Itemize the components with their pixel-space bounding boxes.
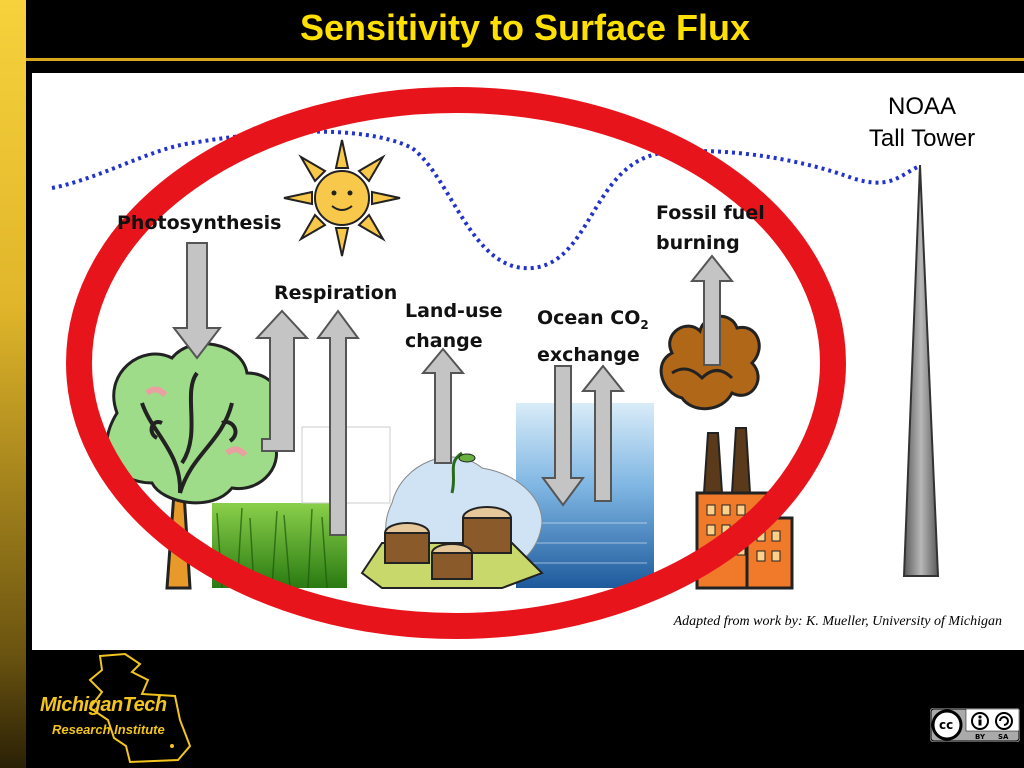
label-ocean-line2: exchange xyxy=(537,343,640,366)
logo-subtitle: Research Institute xyxy=(52,722,165,737)
label-fossil-line1: Fossil fuel xyxy=(656,202,765,224)
photosynthesis-arrow xyxy=(171,242,223,360)
cc-sa-text: SA xyxy=(998,733,1009,741)
tower-icon xyxy=(902,164,940,577)
side-stripe xyxy=(0,0,26,768)
michigan-map-icon xyxy=(88,652,192,764)
logo-name: MichiganTech xyxy=(40,694,167,716)
attribution-caption: Adapted from work by: K. Mueller, Univer… xyxy=(673,614,1002,629)
cc-by-text: BY xyxy=(975,733,986,741)
page-title: Sensitivity to Surface Flux xyxy=(299,7,751,48)
label-photosynthesis: Photosynthesis xyxy=(117,212,282,234)
license-badge[interactable]: cc BY SA xyxy=(930,708,1020,742)
institute-logo: MichiganTech Research Institute xyxy=(30,650,205,765)
sun-icon xyxy=(283,139,401,257)
tower-label-line1: NOAA xyxy=(887,93,956,120)
label-fossil-fuel: Fossil fuel burning xyxy=(656,198,765,258)
label-land-use-line1: Land-use xyxy=(405,300,503,322)
land-use-arrow xyxy=(420,347,466,464)
ocean-image xyxy=(516,403,654,588)
tower-label: NOAA Tall Tower xyxy=(852,91,992,155)
tree-icon xyxy=(105,342,284,590)
stumps-icon xyxy=(360,451,544,589)
label-fossil-line2: burning xyxy=(656,232,740,254)
label-ocean-sub: 2 xyxy=(640,317,649,332)
respiration-arrow xyxy=(316,309,360,536)
label-land-use-line2: change xyxy=(405,330,483,352)
label-ocean: Ocean CO2 exchange xyxy=(537,303,649,370)
ocean-in-arrow xyxy=(541,365,585,507)
diagram-graphic xyxy=(51,87,940,639)
fossil-fuel-arrow xyxy=(689,254,735,366)
diagram-panel: Photosynthesis Respiration Land-use chan… xyxy=(32,73,1024,650)
tower-label-line2: Tall Tower xyxy=(868,125,976,152)
cc-icon xyxy=(930,708,1020,742)
label-land-use: Land-use change xyxy=(405,296,503,356)
title-divider xyxy=(26,58,1024,61)
ocean-out-arrow xyxy=(580,364,626,502)
boundary-layer-line xyxy=(51,129,921,271)
label-respiration: Respiration xyxy=(274,282,398,304)
cc-text: cc xyxy=(939,718,954,732)
respiration-arrow-bent xyxy=(254,309,310,452)
highlight-ring xyxy=(66,87,846,639)
label-ocean-main: Ocean CO xyxy=(537,307,641,329)
